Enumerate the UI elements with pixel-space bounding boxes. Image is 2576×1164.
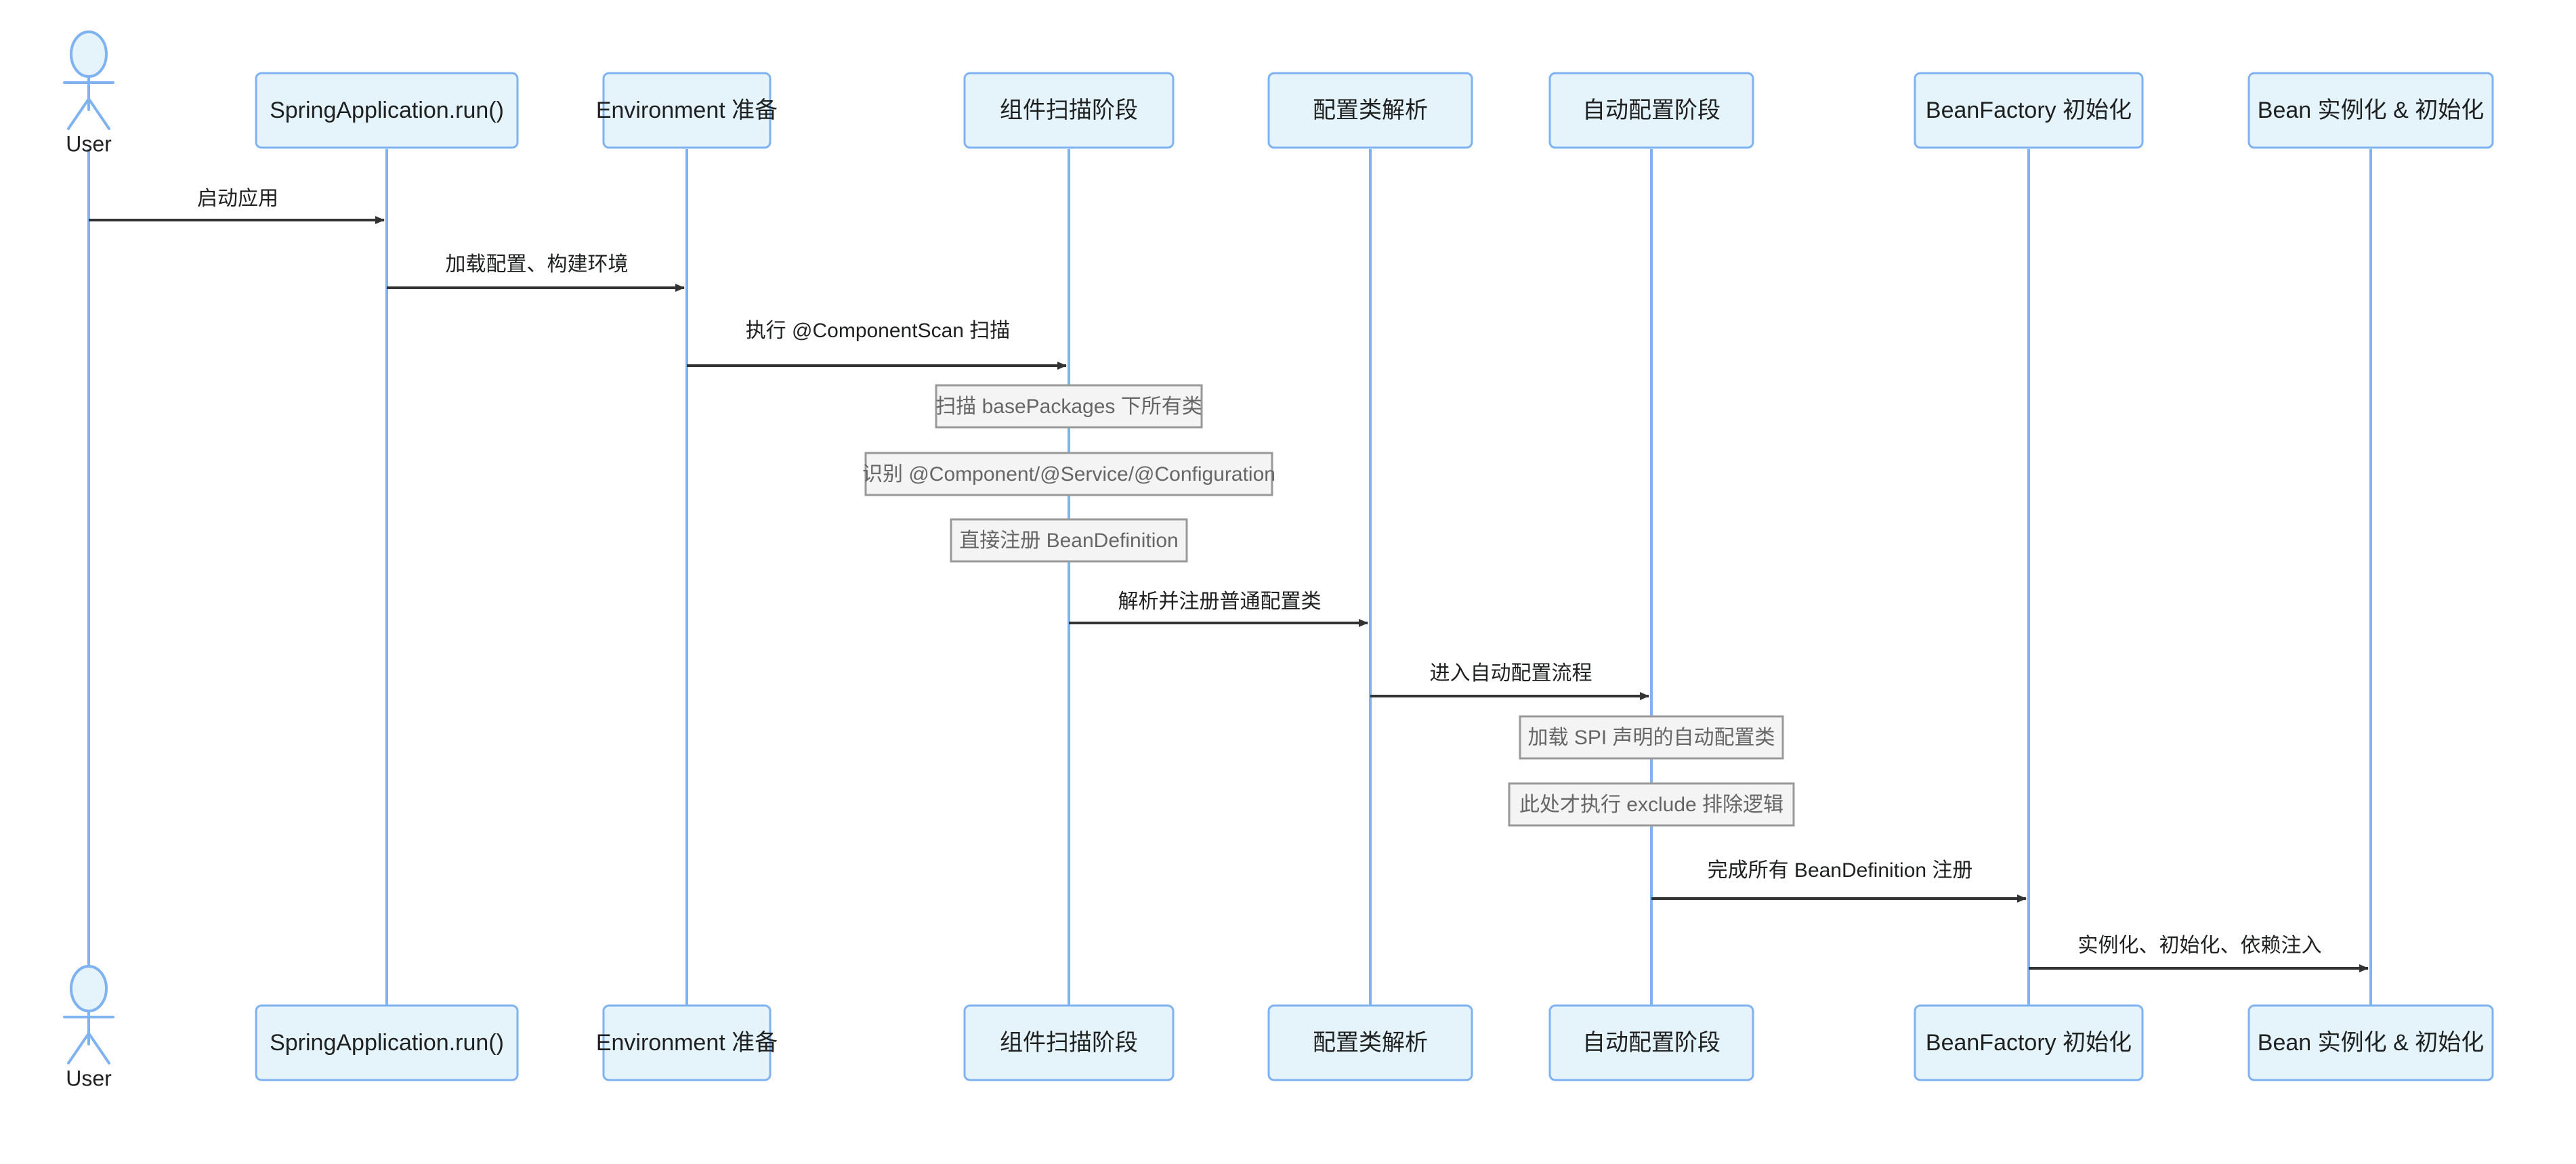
participant-box-environment — [602, 72, 772, 149]
message-6: 实例化、初始化、依赖注入 — [2029, 934, 2369, 972]
message-0: 启动应用 — [89, 188, 385, 224]
actor-user-top[interactable]: User — [63, 30, 114, 156]
participant-label-environment: Environment 准备 — [596, 1030, 778, 1056]
participant-box-auto_config — [1548, 1004, 1754, 1081]
note-2: 直接注册 BeanDefinition — [950, 518, 1188, 563]
participant-label-bean_init: Bean 实例化 & 初始化 — [2258, 98, 2484, 123]
participant-label-auto_config: 自动配置阶段 — [1582, 1030, 1720, 1056]
participant-box-component_scan — [963, 72, 1175, 149]
participant-environment-bottom[interactable]: Environment 准备 — [596, 1004, 778, 1081]
participant-label-component_scan: 组件扫描阶段 — [1000, 1030, 1138, 1056]
participant-label-component_scan: 组件扫描阶段 — [1000, 98, 1138, 123]
participant-box-config_parse — [1267, 1004, 1473, 1081]
actor-head-icon — [70, 30, 108, 78]
participant-bean_factory-top[interactable]: BeanFactory 初始化 — [1914, 72, 2144, 149]
message-label-3: 解析并注册普通配置类 — [1118, 590, 1322, 613]
note-text-4: 此处才执行 exclude 排除逻辑 — [1519, 794, 1783, 816]
participant-label-bean_init: Bean 实例化 & 初始化 — [2258, 1030, 2484, 1056]
participant-label-config_parse: 配置类解析 — [1313, 1030, 1428, 1056]
note-4: 此处才执行 exclude 排除逻辑 — [1508, 782, 1795, 827]
message-label-4: 进入自动配置流程 — [1430, 662, 1592, 685]
participant-box-environment — [602, 1004, 772, 1081]
actor-head-icon — [70, 965, 108, 1012]
participant-box-config_parse — [1267, 72, 1473, 149]
note-box-1 — [864, 452, 1273, 496]
participant-box-spring_run — [255, 1004, 519, 1081]
message-label-1: 加载配置、构建环境 — [446, 253, 629, 276]
note-box-2 — [950, 518, 1188, 563]
participant-auto_config-top[interactable]: 自动配置阶段 — [1548, 72, 1754, 149]
message-label-6: 实例化、初始化、依赖注入 — [2078, 934, 2322, 957]
participant-box-bean_factory — [1914, 72, 2144, 149]
actor-label-user-top: User — [66, 131, 112, 156]
message-label-0: 启动应用 — [197, 188, 278, 210]
participants-bottom-group: User SpringApplication.run() Environment 准… — [63, 965, 2494, 1090]
participant-bean_init-top[interactable]: Bean 实例化 & 初始化 — [2247, 72, 2494, 149]
actor-leg-right-icon — [87, 1032, 110, 1064]
participant-bean_init-bottom[interactable]: Bean 实例化 & 初始化 — [2247, 1004, 2494, 1081]
message-label-2: 执行 @ComponentScan 扫描 — [746, 320, 1011, 342]
message-label-5: 完成所有 BeanDefinition 注册 — [1708, 859, 1973, 882]
note-text-3: 加载 SPI 声明的自动配置类 — [1527, 727, 1775, 749]
participant-bean_factory-bottom[interactable]: BeanFactory 初始化 — [1914, 1004, 2144, 1081]
participant-box-auto_config — [1548, 72, 1754, 149]
actor-leg-left-icon — [67, 98, 90, 130]
participant-label-spring_run: SpringApplication.run() — [270, 98, 504, 123]
participant-label-bean_factory: BeanFactory 初始化 — [1926, 98, 2132, 123]
note-box-4 — [1508, 782, 1795, 827]
message-2: 执行 @ComponentScan 扫描 — [687, 320, 1067, 370]
participant-config_parse-top[interactable]: 配置类解析 — [1267, 72, 1473, 149]
participant-spring_run-bottom[interactable]: SpringApplication.run() — [255, 1004, 519, 1081]
note-text-1: 识别 @Component/@Service/@Configuration — [862, 463, 1275, 486]
note-box-3 — [1519, 715, 1784, 760]
message-3: 解析并注册普通配置类 — [1069, 590, 1368, 627]
actor-leg-right-icon — [87, 98, 110, 130]
message-5: 完成所有 BeanDefinition 注册 — [1651, 859, 2027, 903]
participant-spring_run-top[interactable]: SpringApplication.run() — [255, 72, 519, 149]
actor-leg-left-icon — [67, 1032, 90, 1064]
participant-config_parse-bottom[interactable]: 配置类解析 — [1267, 1004, 1473, 1081]
message-1: 加载配置、构建环境 — [387, 253, 685, 292]
participant-box-bean_init — [2247, 1004, 2494, 1081]
participant-box-bean_init — [2247, 72, 2494, 149]
note-text-0: 扫描 basePackages 下所有类 — [935, 395, 1202, 418]
participant-component_scan-bottom[interactable]: 组件扫描阶段 — [963, 1004, 1175, 1081]
message-4: 进入自动配置流程 — [1370, 662, 1649, 700]
lifelines-group — [87, 149, 2372, 1006]
participant-label-config_parse: 配置类解析 — [1313, 98, 1428, 123]
note-box-0 — [935, 384, 1203, 429]
note-3: 加载 SPI 声明的自动配置类 — [1519, 715, 1784, 760]
participant-label-bean_factory: BeanFactory 初始化 — [1926, 1030, 2132, 1056]
participant-auto_config-bottom[interactable]: 自动配置阶段 — [1548, 1004, 1754, 1081]
participant-environment-top[interactable]: Environment 准备 — [596, 72, 778, 149]
participant-box-spring_run — [255, 72, 519, 149]
participant-label-environment: Environment 准备 — [596, 98, 778, 123]
participant-box-component_scan — [963, 1004, 1175, 1081]
actor-user-bottom[interactable]: User — [63, 965, 114, 1090]
note-0: 扫描 basePackages 下所有类 — [935, 384, 1203, 429]
participant-label-auto_config: 自动配置阶段 — [1582, 98, 1720, 123]
participant-component_scan-top[interactable]: 组件扫描阶段 — [963, 72, 1175, 149]
note-text-2: 直接注册 BeanDefinition — [959, 530, 1178, 552]
participants-top-group: User SpringApplication.run() Environment 准… — [63, 30, 2494, 156]
note-1: 识别 @Component/@Service/@Configuration — [862, 452, 1275, 496]
participant-label-spring_run: SpringApplication.run() — [270, 1030, 504, 1056]
actor-label-user-bottom: User — [66, 1066, 112, 1090]
participant-box-bean_factory — [1914, 1004, 2144, 1081]
